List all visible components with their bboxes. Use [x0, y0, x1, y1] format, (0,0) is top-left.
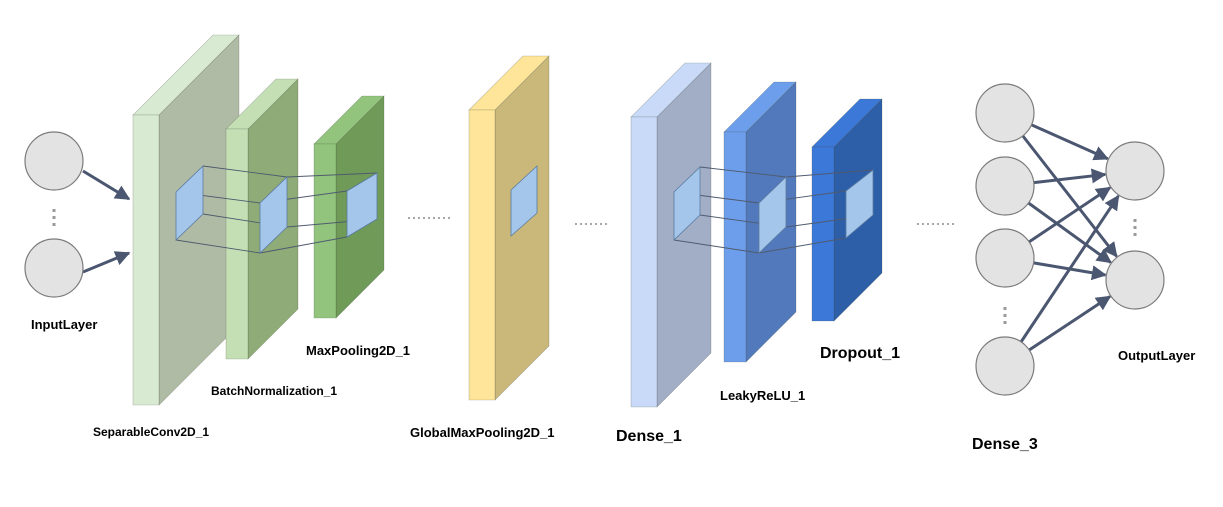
maxpool-window: [346, 172, 378, 238]
global-max-pooling2d-layer-front: [468, 109, 496, 401]
separable-conv2d-layer-front: [132, 114, 160, 406]
output-ellipsis-dot-3: [1133, 233, 1137, 236]
input-arrow-2: [82, 251, 131, 274]
leaky-relu-window: [758, 176, 787, 254]
dense-ellipsis-dot-1: [1003, 307, 1007, 310]
conv-window-projection-2-edge: [286, 172, 378, 178]
output-ellipsis-dot-1: [1133, 219, 1137, 222]
dropout-layer-front: [811, 146, 835, 322]
dense-1-window: [673, 166, 701, 241]
input-arrow-1: [82, 169, 131, 201]
global-max-pooling2d-label: GlobalMaxPooling2D_1: [410, 425, 555, 440]
batch-normalization-layer-front: [225, 128, 249, 360]
batchnorm-window: [259, 176, 288, 254]
max-pooling2d-label: MaxPooling2D_1: [306, 343, 411, 358]
input-ellipsis-dot-1: [52, 209, 56, 212]
dense-3-node-2: [975, 156, 1035, 216]
separable-conv-window: [175, 165, 204, 241]
dense-to-output-arrow-2-2: [1027, 201, 1112, 264]
separable-conv2d-label: SeparableConv2D_1: [93, 425, 210, 439]
dense-3-node-4: [975, 336, 1035, 396]
max-pooling2d-layer-front: [313, 143, 337, 319]
dense-window-projection-1-edge: [699, 166, 787, 178]
conv-window-projection-1-edge: [175, 239, 261, 254]
global-max-pooling2d-layer: [468, 55, 550, 401]
dense-to-output-arrow-1-1: [1030, 123, 1109, 161]
output-node-2: [1105, 250, 1165, 310]
dense-1-layer: [630, 62, 712, 408]
input-layer-label: InputLayer: [31, 317, 98, 332]
conv-window-projection-2-edge: [259, 236, 348, 254]
dense-window-projection-2-edge: [758, 237, 847, 254]
output-node-1: [1105, 141, 1165, 201]
dense-1-label: Dense_1: [616, 428, 682, 445]
leaky-relu-layer-front: [723, 131, 747, 363]
dense-ellipsis-dot-2: [1003, 314, 1007, 317]
dense-to-output-arrow-4-2: [1028, 295, 1112, 352]
output-layer-label: OutputLayer: [1118, 348, 1196, 363]
input-node-1: [24, 131, 84, 191]
input-ellipsis-dot-2: [52, 216, 56, 219]
dense-to-output-arrow-4-1: [1019, 194, 1120, 343]
dense-3-node-3: [975, 228, 1035, 288]
dense-window-projection-1-edge: [673, 239, 760, 254]
separable-conv2d-layer: [132, 34, 240, 406]
input-ellipsis-dot-3: [52, 223, 56, 226]
dense-3-node-1: [975, 83, 1035, 143]
dropout-window: [845, 169, 874, 239]
dense-window-projection-2-edge: [785, 169, 874, 178]
batch-normalization-label: BatchNormalization_1: [211, 384, 338, 398]
conv-window-projection-1-edge: [202, 165, 288, 178]
dense-1-layer-front: [630, 116, 658, 408]
input-node-2: [24, 238, 84, 298]
dense-to-output-arrow-1-2: [1021, 134, 1118, 258]
dense-1-layer-side: [656, 62, 712, 408]
batch-normalization-layer: [225, 78, 299, 360]
global-max-pooling-window: [510, 165, 538, 237]
output-ellipsis-dot-2: [1133, 226, 1137, 229]
dense-3-label: Dense_3: [972, 436, 1038, 453]
dense-to-output-arrow-3-1: [1028, 186, 1112, 244]
dense-ellipsis-dot-3: [1003, 321, 1007, 324]
leaky-relu-label: LeakyReLU_1: [720, 388, 806, 403]
dropout-label: Dropout_1: [820, 345, 900, 362]
dense-to-output-arrow-2-1: [1033, 168, 1107, 185]
global-max-pooling2d-layer-side: [494, 55, 550, 401]
